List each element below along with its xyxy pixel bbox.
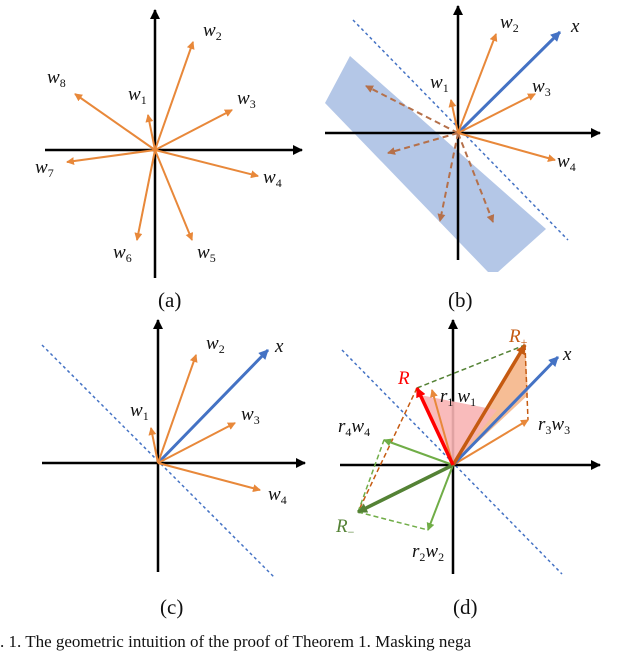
- panel-d-label-r2w2: r2w2: [412, 541, 444, 564]
- panel-d-dash-rminus-1: [357, 387, 418, 513]
- panel-a-vector-w3: [154, 109, 233, 151]
- panel-c-vector-w2: [157, 354, 198, 464]
- panel-a-vector-w6: [134, 149, 156, 241]
- panel-d-vector-r4w4: [383, 438, 454, 466]
- panel-b-masked-vector-3: [437, 132, 459, 222]
- panel-c-input-vector-x: [156, 348, 270, 465]
- panel-d-vector-r2w2: [426, 464, 454, 531]
- panel-d-input-vector-x: [451, 355, 560, 467]
- figure-caption: . 1. The geometric intuition of the proo…: [0, 632, 472, 651]
- panel-d-label-r-plus: R+: [508, 326, 528, 349]
- panel-d-label-r3w3: r3w3: [538, 414, 570, 437]
- panel-b-label-w1: w1: [430, 72, 449, 95]
- panel-a-vector-w5: [154, 149, 194, 241]
- panel-c-vector-w3: [157, 422, 236, 464]
- panel-a-label-w6: w6: [113, 242, 132, 265]
- panel-a-label-w5: w5: [197, 242, 216, 265]
- panel-c-label-w4: w4: [268, 484, 287, 507]
- panel-c-caption: (c): [160, 595, 183, 619]
- panel-b-label-w2: w2: [500, 12, 519, 35]
- panel-a-label-w2: w2: [203, 20, 222, 43]
- panel-d-vector-r3w3: [452, 419, 529, 466]
- panel-a-vector-w8: [74, 93, 156, 151]
- panel-c-label-w3: w3: [241, 404, 260, 427]
- panel-d-dash-rplus-2: [524, 344, 529, 421]
- panel-c-label-w1: w1: [130, 400, 149, 423]
- panel-d-vector-r-minus: [357, 463, 454, 514]
- panel-d-dash-rminus-3: [357, 511, 429, 531]
- panel-d-vector-r: [415, 387, 455, 466]
- panel-b-vector-w1: [448, 99, 459, 134]
- panel-a-vector-w4: [154, 149, 259, 179]
- panel-a-vector-w2: [154, 41, 195, 151]
- panel-c: x w1 w2 w3 w4 (c): [41, 319, 306, 619]
- panel-b-label-x: x: [570, 16, 580, 37]
- panel-b-masked-vector-1: [365, 85, 459, 134]
- panel-a: w1 w2 w3 w4 w5 w6 w7 w8 (a): [35, 9, 303, 312]
- panel-d-label-r-minus: R−: [335, 516, 355, 539]
- panel-c-vector-w1: [148, 427, 159, 464]
- panel-d-dash-rminus-2: [357, 439, 385, 513]
- panel-a-label-w7: w7: [35, 157, 54, 180]
- panel-d-label-r: R: [397, 368, 410, 389]
- panel-b-vector-w2: [457, 33, 498, 134]
- panel-d-label-r4w4: r4w4: [338, 416, 370, 439]
- panel-b-caption: (b): [448, 288, 473, 312]
- panel-b-input-vector-x: [456, 30, 562, 135]
- panel-d-caption: (d): [453, 595, 478, 619]
- panel-a-vector-w1: [145, 114, 156, 151]
- panel-b-masked-vector-4: [457, 132, 495, 223]
- panel-b: x w1 w2 w3 w4 (b): [325, 5, 601, 312]
- panel-a-label-w8: w8: [47, 67, 66, 90]
- panel-a-caption: (a): [158, 288, 181, 312]
- panel-b-label-w3: w3: [532, 76, 551, 99]
- panel-c-label-x: x: [274, 336, 284, 357]
- panel-c-vector-w4: [157, 462, 261, 493]
- panel-a-label-w1: w1: [128, 84, 147, 107]
- panel-b-label-w4: w4: [557, 151, 576, 174]
- panel-b-masked-vector-2: [387, 132, 459, 155]
- panel-d-label-x: x: [562, 344, 572, 365]
- panel-c-label-w2: w2: [206, 333, 225, 356]
- panel-d-vector-r-plus: [451, 344, 527, 466]
- panel-d-dash-rplus-1: [416, 344, 526, 389]
- panel-a-vector-w7: [66, 149, 156, 166]
- panel-a-label-w4: w4: [263, 167, 282, 190]
- panel-b-vector-w4: [457, 132, 556, 162]
- panel-a-label-w3: w3: [237, 88, 256, 111]
- panel-d-vector-r1w1: [430, 389, 454, 466]
- panel-b-vector-w3: [457, 93, 536, 134]
